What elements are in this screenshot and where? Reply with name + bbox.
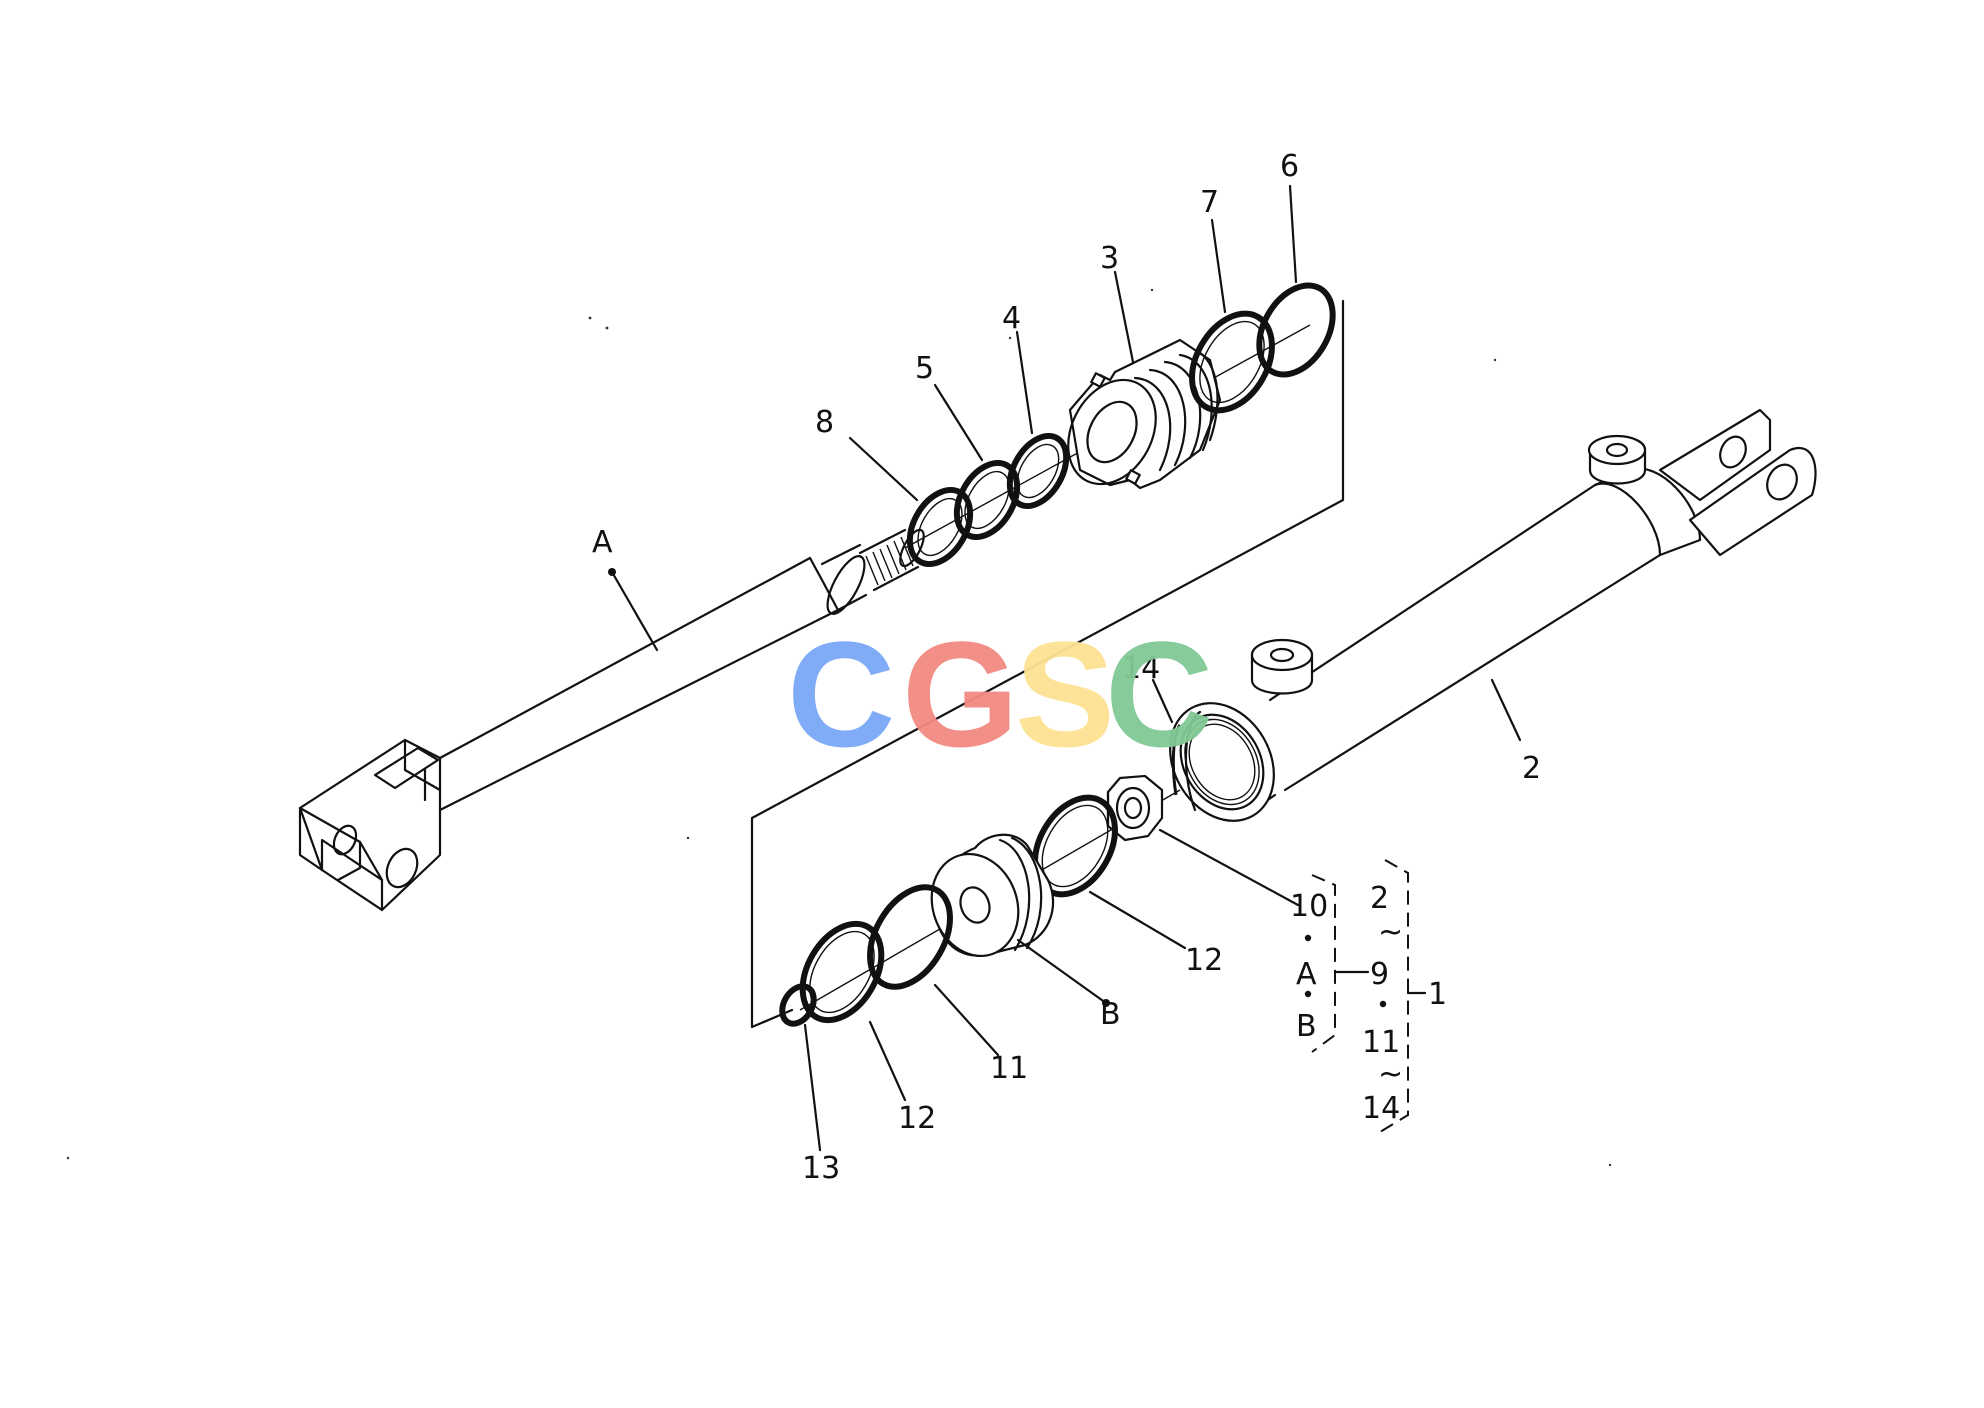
legend-1: 1 bbox=[1428, 977, 1447, 1012]
callout-7: 7 bbox=[1200, 185, 1219, 220]
callout-11: 11 bbox=[990, 1051, 1028, 1086]
callout-2: 2 bbox=[1522, 751, 1541, 786]
legend-B: B bbox=[1296, 1009, 1317, 1044]
dot-A bbox=[608, 568, 616, 576]
cylinder-tube bbox=[1169, 408, 1817, 822]
callout-14: 14 bbox=[1122, 651, 1160, 686]
legend-tilde-2: ~ bbox=[1378, 1057, 1403, 1092]
watermark-letter-3: S bbox=[1015, 610, 1115, 778]
seal-5 bbox=[953, 460, 1021, 540]
callout-3: 3 bbox=[1100, 241, 1119, 276]
legend-11: 11 bbox=[1362, 1025, 1400, 1060]
ring-13 bbox=[779, 983, 817, 1027]
piston bbox=[930, 833, 1055, 958]
legend-A: A bbox=[1296, 957, 1317, 992]
callout-6: 6 bbox=[1280, 149, 1299, 184]
callout-4: 4 bbox=[1002, 301, 1021, 336]
callout-5: 5 bbox=[915, 351, 934, 386]
watermark-letter-1: C bbox=[787, 610, 895, 778]
assembly-bracket-line bbox=[750, 299, 1345, 1029]
callout-labels: 6 7 3 4 5 8 A 14 2 10 12 B 11 12 13 bbox=[592, 149, 1541, 1186]
legend-tilde-1: ~ bbox=[1378, 915, 1403, 950]
callout-8: 8 bbox=[815, 405, 834, 440]
seal-4 bbox=[1006, 432, 1070, 510]
watermark-letter-2: G bbox=[902, 610, 1019, 778]
legend-2: 2 bbox=[1370, 881, 1389, 916]
kit-grouping-legend: 10 A B 9 2 ~ 11 ~ 14 1 bbox=[1296, 859, 1447, 1133]
leader-lines bbox=[610, 184, 1522, 1152]
nut bbox=[1106, 774, 1164, 842]
callout-B: B bbox=[1100, 997, 1121, 1032]
watermark-logo: C G S C bbox=[787, 610, 1213, 778]
piston-rod bbox=[298, 528, 925, 912]
gland bbox=[1067, 338, 1222, 490]
callout-10: 10 bbox=[1290, 889, 1328, 924]
scan-specks bbox=[66, 288, 1612, 1167]
legend-14: 14 bbox=[1362, 1091, 1400, 1126]
seal-11 bbox=[867, 884, 953, 990]
dot-B bbox=[1102, 999, 1110, 1007]
seal-12-lower bbox=[799, 920, 885, 1024]
retaining-wire-14 bbox=[1171, 724, 1182, 796]
watermark-letter-4: C bbox=[1105, 610, 1213, 778]
callout-12-lower: 12 bbox=[898, 1101, 936, 1136]
legend-9: 9 bbox=[1370, 957, 1389, 992]
o-ring-7 bbox=[1189, 310, 1275, 414]
callout-12-upper: 12 bbox=[1185, 943, 1223, 978]
callout-13: 13 bbox=[802, 1151, 840, 1186]
o-ring-6 bbox=[1256, 282, 1336, 378]
callout-A: A bbox=[592, 525, 613, 560]
